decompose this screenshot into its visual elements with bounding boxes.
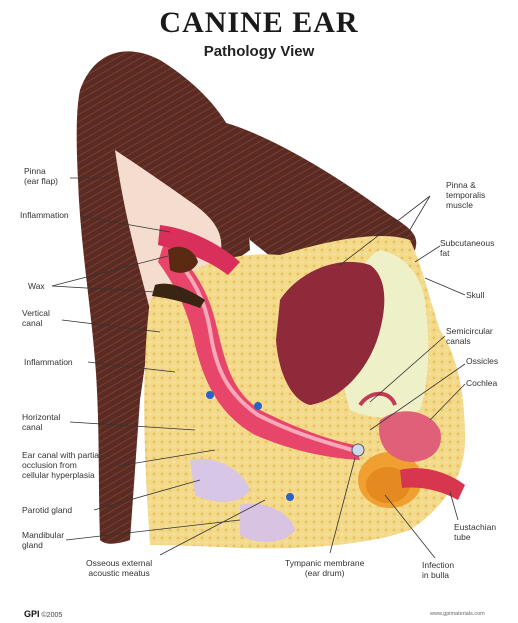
label-cochlea: Cochlea — [466, 378, 497, 388]
label-ossicles: Ossicles — [466, 356, 498, 366]
label-mandibular-gland: Mandibular gland — [22, 530, 64, 550]
label-parotid-gland: Parotid gland — [22, 505, 72, 515]
label-infection-bulla: Infection in bulla — [422, 560, 454, 580]
label-inflammation-mid: Inflammation — [24, 357, 73, 367]
marker-3 — [286, 493, 294, 501]
marker-1 — [206, 391, 214, 399]
label-wax: Wax — [28, 281, 45, 291]
logo-text: GPI — [24, 609, 40, 619]
label-tympanic-membrane: Tympanic membrane (ear drum) — [285, 558, 364, 578]
marker-2 — [254, 402, 262, 410]
label-eustachian-tube: Eustachian tube — [454, 522, 496, 542]
label-horizontal-canal: Horizontal canal — [22, 412, 60, 432]
footer-url: www.gpimaterials.com — [430, 611, 485, 617]
label-pinna: Pinna (ear flap) — [24, 166, 58, 186]
label-semicircular-canals: Semicircular canals — [446, 326, 493, 346]
label-ear-canal-occlusion: Ear canal with partial occlusion from ce… — [22, 450, 101, 480]
copyright-text: ©2005 — [42, 612, 63, 619]
gpi-logo: GPI©2005 — [24, 609, 62, 619]
label-subcutaneous-fat: Subcutaneous fat — [440, 238, 494, 258]
label-vertical-canal: Vertical canal — [22, 308, 50, 328]
label-osseous-meatus: Osseous external acoustic meatus — [86, 558, 152, 578]
label-skull: Skull — [466, 290, 484, 300]
tympanic-membrane-marker — [352, 444, 364, 456]
label-pinna-temporalis: Pinna & temporalis muscle — [446, 180, 485, 210]
label-inflammation-top: Inflammation — [20, 210, 69, 220]
